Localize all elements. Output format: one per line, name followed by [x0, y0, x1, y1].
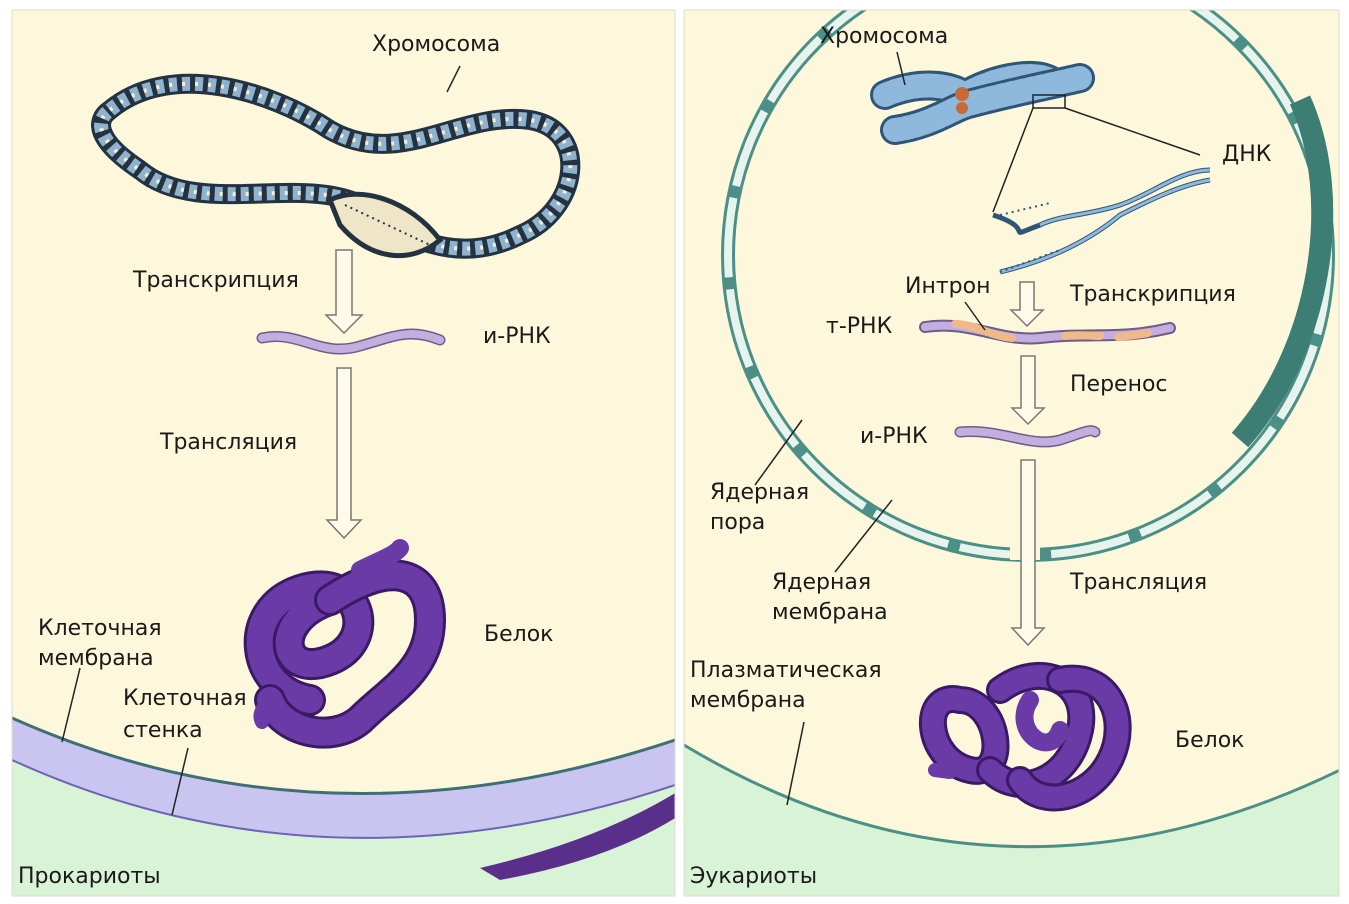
- label-translation-right: Трансляция: [1070, 568, 1207, 598]
- eukaryote-panel: [684, 0, 1340, 900]
- label-cell-wall-line2: стенка: [123, 716, 203, 746]
- label-cell-membrane-line2: мембрана: [38, 644, 154, 674]
- label-nuclear-membrane-line1: Ядерная: [772, 568, 871, 598]
- label-nuclear-pore-line1: Ядерная: [710, 478, 809, 508]
- label-cell-membrane-line1: Клеточная: [38, 614, 162, 644]
- label-chromosome-right: Хромосома: [820, 22, 948, 52]
- prokaryote-panel: [12, 10, 690, 900]
- label-transfer: Перенос: [1070, 370, 1168, 400]
- label-nuclear-membrane-line2: мембрана: [772, 598, 888, 628]
- label-protein-left: Белок: [484, 620, 553, 650]
- label-transcription-right: Транскрипция: [1070, 280, 1236, 310]
- label-chromosome-left: Хромосома: [372, 30, 500, 60]
- label-plasma-membrane-line2: мембрана: [690, 686, 806, 716]
- label-plasma-membrane-line1: Плазматическая: [690, 656, 882, 686]
- caption-prokaryotes: Прокариоты: [18, 862, 161, 892]
- label-cell-wall-line1: Клеточная: [123, 684, 247, 714]
- label-mrna-left: и-РНК: [483, 322, 551, 352]
- label-nuclear-pore-line2: пора: [710, 508, 765, 538]
- label-trna: т-РНК: [826, 312, 892, 342]
- label-intron: Интрон: [905, 272, 990, 302]
- label-translation-left: Трансляция: [160, 428, 297, 458]
- label-transcription-left: Транскрипция: [133, 266, 299, 296]
- caption-eukaryotes: Эукариоты: [690, 862, 817, 892]
- label-protein-right: Белок: [1175, 726, 1244, 756]
- label-mrna-right: и-РНК: [860, 422, 928, 452]
- label-dna: ДНК: [1222, 140, 1271, 170]
